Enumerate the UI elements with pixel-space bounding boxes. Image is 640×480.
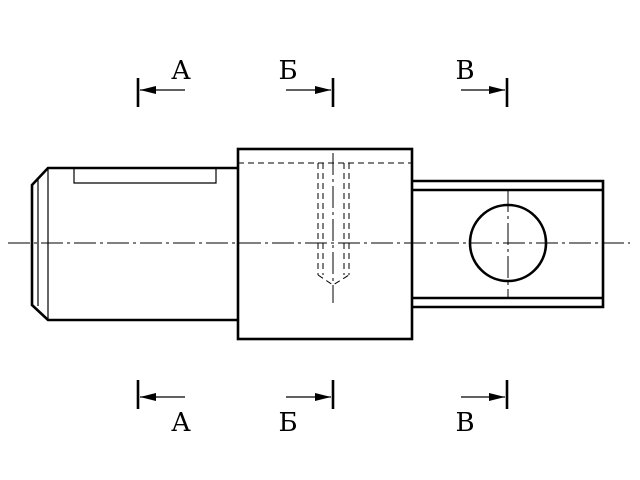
section-label-v-bottom: В (455, 408, 474, 438)
section-label-v-top: В (455, 56, 474, 86)
section-label-b-bottom: Б (278, 408, 297, 438)
section-markers-bottom: А Б В (136, 380, 509, 438)
left-shaft (30, 166, 238, 322)
hidden-drill-point (317, 274, 350, 286)
keyway-outline (73, 168, 217, 184)
section-label-a-bottom: А (171, 408, 191, 438)
section-label-a-top: А (171, 56, 191, 86)
section-label-b-top: Б (278, 56, 297, 86)
section-markers-top: А Б В (136, 56, 509, 107)
middle-block (236, 147, 414, 341)
right-part (412, 179, 605, 309)
